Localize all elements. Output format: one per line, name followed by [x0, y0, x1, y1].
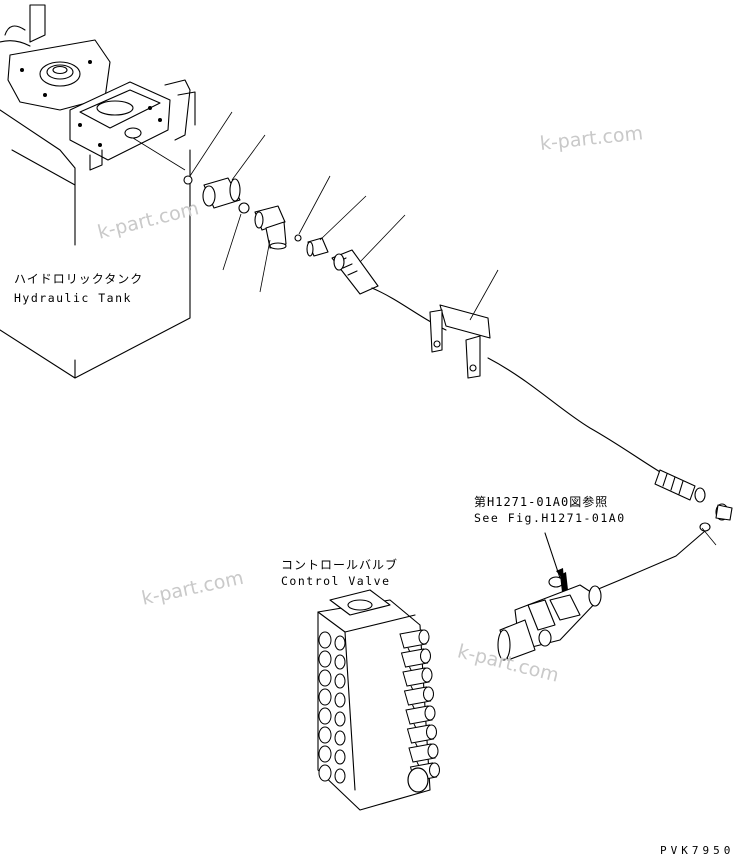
valve-spool-end	[429, 762, 440, 778]
elbow-fitting	[254, 205, 287, 250]
valve-spool-end	[427, 743, 439, 759]
reference-label-en: See Fig.H1271-01A0	[474, 511, 626, 525]
valve-spool-end	[418, 629, 430, 645]
valve-port-mid	[334, 654, 346, 670]
valve-port-mid	[334, 768, 346, 784]
valve-spool-end	[424, 705, 436, 721]
o-ring-1	[183, 175, 193, 185]
fittings	[183, 111, 733, 591]
valve-spool-end	[423, 686, 434, 702]
connector	[306, 237, 329, 257]
valve-port-left	[318, 650, 332, 668]
valve-label-jp: コントロールバルブ	[281, 558, 399, 572]
valve-port-left	[318, 764, 332, 782]
valve-port-left	[318, 745, 332, 763]
drawing-code: PVK7950	[660, 844, 735, 857]
valve-port-mid	[334, 635, 346, 651]
valve-port-mid	[334, 692, 346, 708]
valve-port-left	[318, 707, 332, 725]
adapter	[202, 177, 241, 209]
hose-end	[331, 249, 379, 295]
valve-port-mid	[334, 749, 346, 765]
o-ring-3	[294, 234, 302, 242]
hydraulic-tank	[0, 4, 196, 379]
hose-end-2	[654, 469, 706, 503]
valve-spool-end	[421, 667, 433, 683]
pilot-valve	[497, 532, 602, 661]
hose-clamp	[429, 269, 499, 379]
valve-port-mid	[334, 730, 346, 746]
valve-port-left	[318, 726, 332, 744]
valve-port-left	[318, 669, 332, 687]
valve-port-mid	[334, 673, 346, 689]
valve-bottom-port	[407, 767, 429, 793]
valve-spool-end	[420, 648, 431, 664]
o-ring-2	[238, 202, 250, 214]
valve-port-mid	[334, 711, 346, 727]
tank-label-jp: ハイドロリックタンク	[14, 272, 144, 286]
valve-port-left	[318, 631, 332, 649]
reference-label-jp: 第H1271-01A0図参照	[474, 495, 609, 509]
valve-spool-end	[426, 724, 437, 740]
tank-label-en: Hydraulic Tank	[14, 291, 132, 305]
valve-port-left	[318, 688, 332, 706]
valve-label-en: Control Valve	[281, 574, 391, 588]
